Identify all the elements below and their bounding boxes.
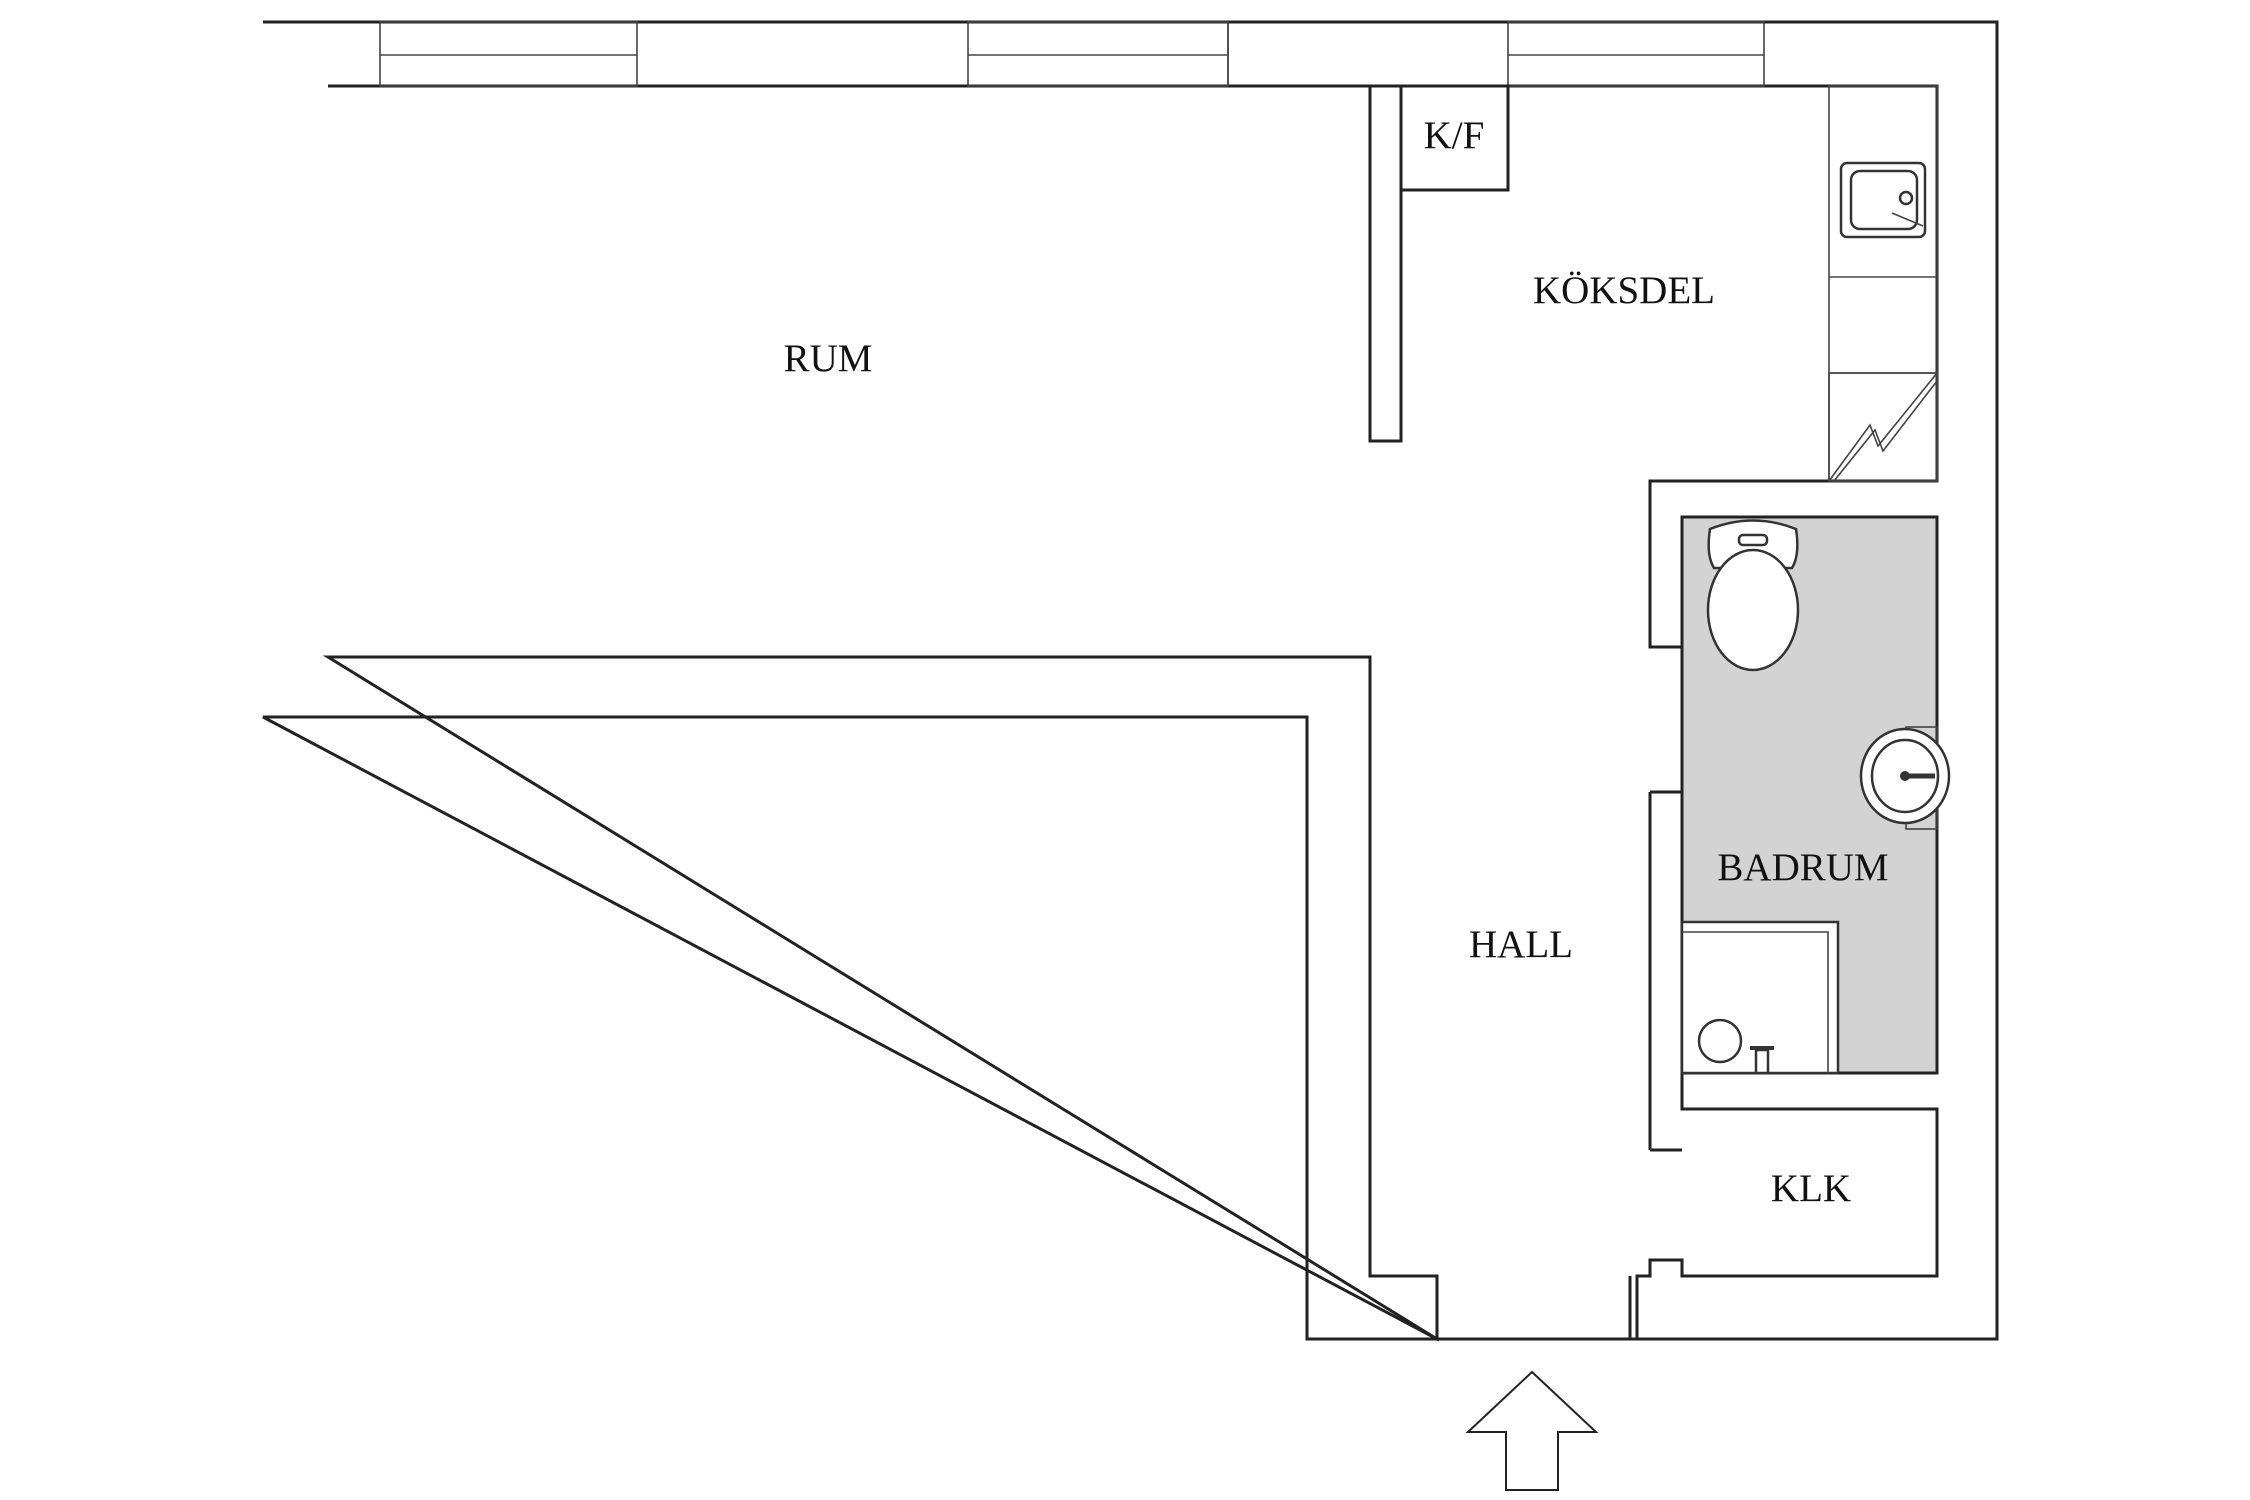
kitchen-counter [1828,85,1938,482]
toilet-icon [1706,519,1800,672]
window-1 [379,21,638,87]
shower-tap-icon [1750,1046,1774,1075]
kf-box [1399,84,1510,192]
window-3 [1507,21,1765,87]
room-label-badrum: BADRUM [1717,846,1888,889]
washbasin-icon [1859,726,1951,830]
shower-drain-icon [1697,1018,1743,1064]
up-arrow-icon [1465,1370,1599,1491]
window-2 [967,21,1229,87]
room-label-rum: RUM [784,337,873,380]
room-label-hall: HALL [1469,923,1573,966]
kitchen-sink-icon [1839,161,1927,239]
klk-closet [1648,1107,1939,1278]
stove-icon [1828,372,1938,482]
room-label-klk: KLK [1771,1167,1851,1210]
windows [379,21,1765,87]
room-label-koksdel: KÖKSDEL [1533,269,1715,312]
partition-wall [1368,84,1403,443]
room-label-kf: K/F [1424,114,1485,157]
